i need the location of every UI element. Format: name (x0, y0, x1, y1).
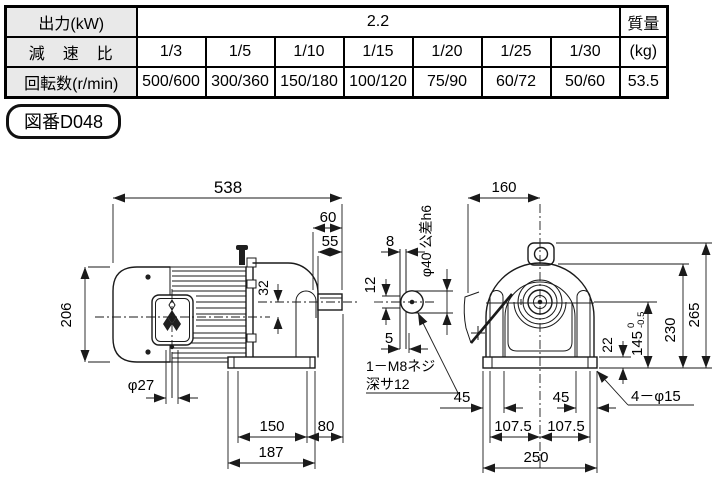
tap-note-line1: 1－M8ネジ (366, 358, 435, 374)
dim-80: 80 (318, 418, 335, 435)
speed-cell: 150/180 (273, 66, 345, 99)
table-row-ratio: 減 速 比 1/3 1/5 1/10 1/15 1/20 1/25 1/30 (… (4, 36, 669, 68)
speed-label: 回転数(r/min) (4, 66, 138, 99)
side-view (95, 245, 358, 398)
conduit-box (463, 291, 513, 344)
dim-55: 55 (322, 233, 339, 250)
speed-cell: 300/360 (204, 66, 276, 99)
dim-187: 187 (258, 444, 283, 461)
motor-fins (169, 266, 253, 363)
mass-value: 53.5 (618, 66, 669, 99)
left-leg (489, 290, 504, 357)
case-face (507, 303, 573, 352)
dim-107-left: 107.5 (494, 418, 532, 435)
motor-end-bracket (245, 257, 257, 363)
ratio-cell: 1/30 (549, 36, 621, 68)
dim-45-left: 45 (454, 389, 471, 406)
dim-45-right: 45 (553, 389, 570, 406)
speed-cell: 500/600 (135, 66, 207, 99)
dim-107-right: 107.5 (547, 418, 585, 435)
front-view (463, 204, 598, 470)
front-view-dimensions: 160 22 145 0 -0.5 230 265 45 (440, 179, 712, 473)
bracket-tab (246, 333, 257, 343)
mass-unit: (kg) (618, 36, 669, 68)
dim-206: 206 (58, 302, 75, 327)
bracket-tab (246, 279, 257, 289)
figure-number-badge: 図番D048 (6, 104, 122, 139)
dome-inner (504, 281, 576, 357)
side-view-dimensions: 538 60 55 32 206 φ27 (58, 178, 344, 469)
speed-cell: 100/120 (342, 66, 414, 99)
dim-60: 60 (320, 209, 337, 226)
fan-cover (112, 266, 171, 363)
dim-538: 538 (214, 178, 242, 197)
dim-5: 5 (385, 330, 393, 347)
tap-note-line2: 深サ12 (366, 376, 410, 392)
ratio-cell: 1/25 (480, 36, 552, 68)
ratio-cell: 1/5 (204, 36, 276, 68)
dim-32: 32 (255, 280, 271, 296)
lug-hole (533, 246, 549, 262)
dim-250: 250 (523, 449, 548, 466)
shaft-end-detail: 8 12 5 φ40 公差h6 1－M8ネジ 深サ12 (362, 205, 459, 394)
dim-base-holes: 4－φ15 (631, 388, 681, 405)
speed-cell: 50/60 (549, 66, 621, 99)
speed-cell: 60/72 (480, 66, 552, 99)
figure-number-label: 図番D048 (24, 112, 104, 132)
dim-shaft-tolerance: φ40 公差h6 (418, 205, 434, 277)
speed-cell: 75/90 (411, 66, 483, 99)
right-leg (576, 290, 591, 357)
dim-265: 265 (686, 302, 703, 327)
dim-145: 145 (629, 331, 646, 356)
ratio-cell: 1/20 (411, 36, 483, 68)
ratio-cell: 1/10 (273, 36, 345, 68)
dim-230: 230 (662, 317, 679, 342)
dim-8: 8 (386, 233, 394, 250)
dim-12: 12 (362, 277, 379, 294)
dim-22: 22 (599, 337, 615, 353)
dim-phi27: φ27 (128, 377, 154, 394)
nameplate (151, 294, 194, 350)
dim-145-tol-upper: 0 (626, 323, 637, 328)
dim-160: 160 (491, 179, 516, 196)
spec-table: 出力(kW) 2.2 質量 減 速 比 1/3 1/5 1/10 1/15 1/… (4, 5, 670, 99)
ratio-cell: 1/3 (135, 36, 207, 68)
ratio-label: 減 速 比 (4, 36, 138, 68)
cover-bolt (145, 274, 151, 280)
cover-bolt (145, 349, 151, 355)
mounting-base-side (227, 356, 316, 369)
gearbox (252, 262, 319, 358)
top-stud (236, 245, 248, 265)
lifting-lug (527, 242, 555, 266)
table-row-speed: 回転数(r/min) 500/600 300/360 150/180 100/1… (4, 66, 669, 99)
ratio-cell: 1/15 (342, 36, 414, 68)
dim-145-tol-lower: -0.5 (636, 312, 647, 328)
dim-150: 150 (259, 418, 284, 435)
